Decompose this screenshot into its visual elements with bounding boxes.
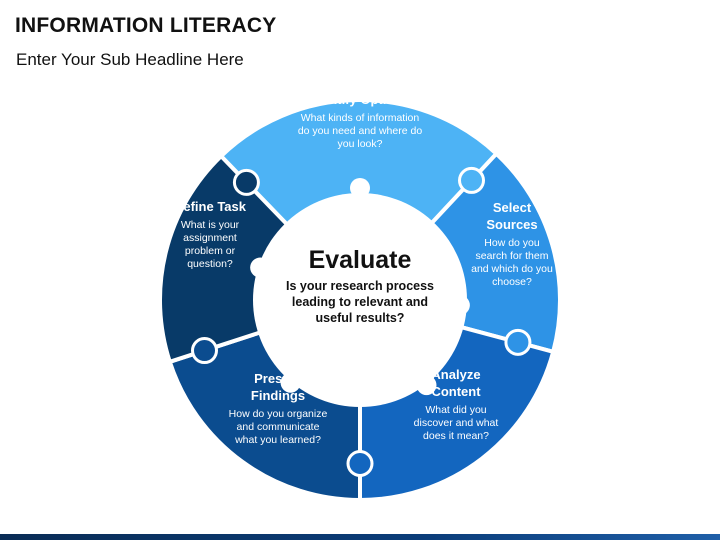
- puzzle-knob-present: [191, 337, 219, 365]
- segment-text-present: How do you organize: [229, 408, 328, 420]
- inner-tab-select: [449, 295, 470, 316]
- inner-tab-identify: [350, 178, 370, 198]
- puzzle-knob-define: [232, 168, 260, 196]
- footer-bar: [0, 534, 720, 540]
- page-subtitle: Enter Your Sub Headline Here: [16, 50, 244, 69]
- segment-text-define: question?: [187, 258, 233, 270]
- center-text: Is your research process: [286, 279, 434, 293]
- page-title: INFORMATION LITERACY: [15, 14, 277, 37]
- segment-text-select: search for them: [476, 250, 549, 262]
- puzzle-knob-select: [504, 328, 532, 356]
- segment-text-select: How do you: [484, 237, 540, 249]
- segment-title-analyze: Analyze: [431, 367, 480, 382]
- segment-title-analyze: Content: [431, 384, 481, 399]
- inner-circle-layer: [250, 178, 470, 407]
- segment-text-define: problem or: [185, 245, 236, 257]
- puzzle-knob-analyze: [346, 450, 374, 477]
- segment-title-select: Sources: [486, 217, 537, 232]
- puzzle-connectors: [191, 166, 532, 477]
- segment-title-define: Define Task: [174, 199, 247, 214]
- segment-text-define: assignment: [183, 232, 237, 244]
- segment-text-present: what you learned?: [234, 434, 321, 446]
- puzzle-knob-identify: [458, 166, 486, 194]
- center-text: leading to relevant and: [292, 295, 428, 309]
- segment-text-select: choose?: [492, 276, 532, 288]
- segment-text-analyze: does it mean?: [423, 430, 489, 442]
- segment-title-identify: Identify Options: [311, 92, 410, 107]
- inner-tab-present: [280, 372, 301, 393]
- segment-text-define: What is your: [181, 219, 240, 231]
- center-text: useful results?: [316, 311, 405, 325]
- segment-text-identify: you look?: [338, 138, 383, 150]
- inner-tab-analyze: [416, 375, 437, 396]
- segment-title-select: Select: [493, 200, 532, 215]
- segment-text-select: and which do you: [471, 263, 553, 275]
- segment-text-present: and communicate: [237, 421, 320, 433]
- segment-text-analyze: What did you: [425, 404, 486, 416]
- segment-title-present: Findings: [251, 388, 305, 403]
- segment-text-identify: do you need and where do: [298, 125, 423, 137]
- segment-title-present: Present: [254, 371, 302, 386]
- center-circle: [253, 193, 467, 407]
- segment-text-identify: What kinds of information: [301, 112, 420, 124]
- inner-tab-define: [250, 257, 271, 278]
- center-title: Evaluate: [309, 246, 412, 274]
- segment-text-analyze: discover and what: [414, 417, 499, 429]
